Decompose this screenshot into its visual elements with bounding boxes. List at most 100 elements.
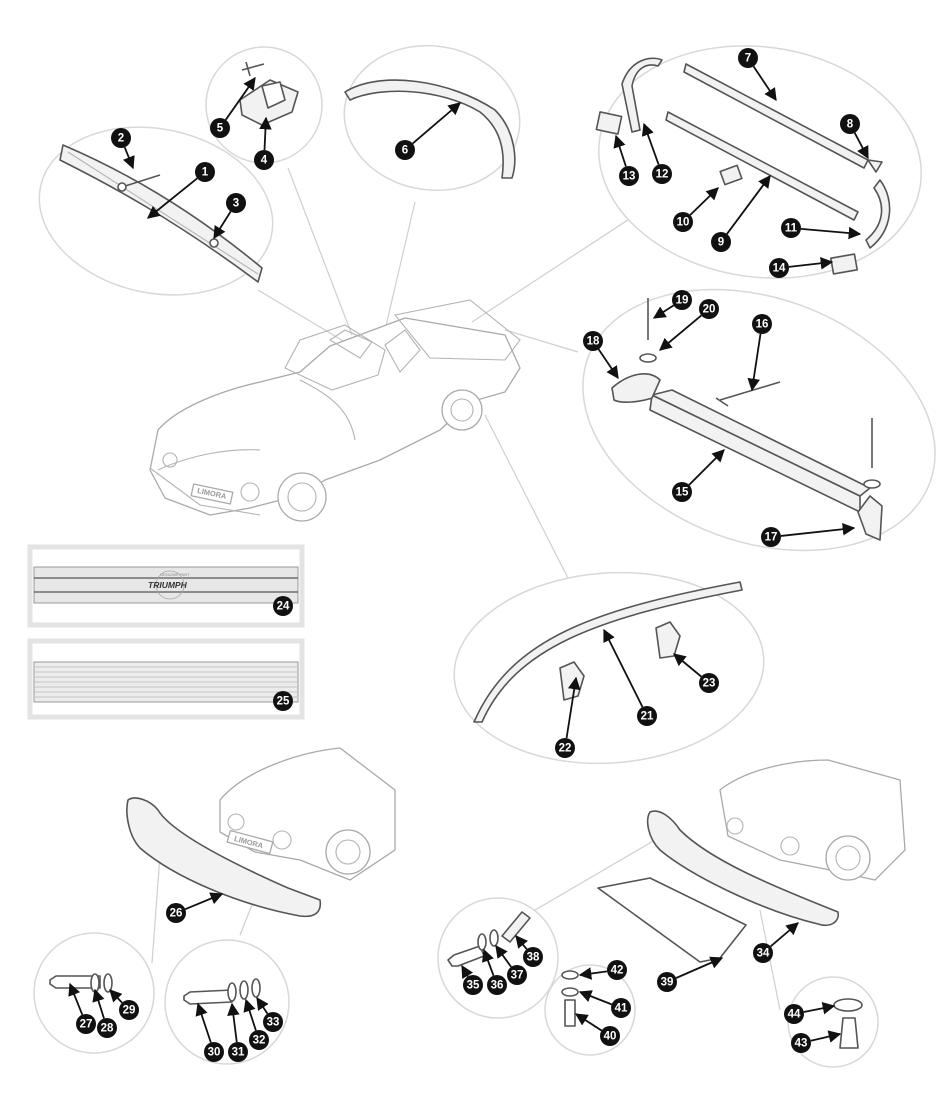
- callout-badge-20: [699, 299, 719, 319]
- bubble-hood-rails: [595, 45, 922, 279]
- callout-badge-33: [263, 1012, 283, 1032]
- part-32-washer: [239, 980, 249, 1000]
- part-33-washer: [251, 978, 261, 998]
- callout-number-32: 32: [253, 1035, 266, 1047]
- part-14-catch: [829, 253, 859, 275]
- callout-number-21: 21: [641, 711, 654, 723]
- part-20-washer-a: [639, 353, 657, 363]
- callout-badge-17: [761, 527, 781, 547]
- callout-arrow-3: [213, 210, 232, 240]
- callout-number-44: 44: [788, 1009, 801, 1021]
- callout-number-10: 10: [677, 217, 690, 229]
- part-34-spoiler: [646, 810, 840, 927]
- callout-badge-31: [228, 1042, 248, 1062]
- callout-arrow-10: [689, 187, 719, 216]
- callout-badge-10: [673, 212, 693, 232]
- callout-number-43: 43: [795, 1038, 808, 1050]
- badge-seal-text: GENUINE PART: [160, 572, 190, 577]
- callout-badge-43: [791, 1033, 811, 1053]
- callout-arrow-32: [243, 998, 257, 1031]
- callout-number-12: 12: [656, 169, 669, 181]
- callout-arrow-34: [770, 922, 799, 948]
- part-26-bumper: [126, 797, 322, 918]
- callout-badge-24: [273, 596, 293, 616]
- part-38-bush: [501, 911, 531, 943]
- callout-badge-12: [652, 164, 672, 184]
- panel-24-sill-strip: TRIUMPH GENUINE PART: [27, 544, 305, 628]
- callout-arrow-42: [578, 967, 608, 980]
- callout-badge-1: [195, 162, 215, 182]
- callout-badge-4: [254, 150, 274, 170]
- callout-badge-6: [395, 140, 415, 160]
- part-11-seal: [865, 179, 891, 249]
- bubble-bolts-b: [164, 939, 290, 1065]
- callout-number-31: 31: [232, 1047, 245, 1059]
- callout-badge-3: [226, 193, 246, 213]
- callout-arrow-35: [461, 964, 474, 979]
- badge-brand-text: TRIUMPH: [148, 580, 188, 590]
- callout-arrow-36: [482, 948, 495, 976]
- callout-arrow-8: [853, 132, 869, 160]
- part-21-seal: [473, 581, 743, 723]
- callout-arrow-22: [565, 676, 581, 739]
- callout-number-29: 29: [123, 1005, 136, 1017]
- callout-arrow-26: [184, 892, 224, 911]
- part-29-washer: [103, 973, 113, 993]
- bubble-bolts-a: [33, 932, 155, 1054]
- callout-arrow-5: [224, 76, 256, 121]
- callout-badge-29: [119, 1000, 139, 1020]
- callout-number-15: 15: [676, 487, 689, 499]
- callout-badge-28: [97, 1018, 117, 1038]
- callout-arrow-2: [122, 146, 135, 170]
- callout-badge-18: [583, 331, 603, 351]
- callout-arrow-27: [68, 982, 84, 1016]
- callout-arrow-9: [726, 174, 771, 235]
- callout-badge-36: [487, 975, 507, 995]
- callout-number-3: 3: [233, 198, 239, 210]
- callout-number-11: 11: [785, 223, 798, 235]
- car-front-left-illustration: LIMORA: [219, 747, 396, 881]
- part-28-washer: [90, 973, 100, 993]
- callout-arrow-29: [109, 989, 123, 1004]
- callout-arrow-4: [259, 116, 272, 151]
- callout-arrow-11: [800, 226, 862, 240]
- callout-number-5: 5: [217, 123, 224, 135]
- callout-arrow-44: [803, 1002, 836, 1015]
- callout-arrow-43: [810, 1030, 842, 1043]
- bubble-windscreen-frame: [343, 44, 521, 192]
- callout-number-26: 26: [170, 908, 183, 920]
- callout-arrow-19: [652, 304, 675, 319]
- callout-badge-25: [273, 691, 293, 711]
- callout-arrow-1: [147, 177, 198, 219]
- callout-arrow-41: [578, 990, 613, 1006]
- callout-arrow-17: [780, 522, 856, 537]
- callout-number-34: 34: [757, 948, 770, 960]
- part-27-bolt: [49, 975, 101, 989]
- callout-arrow-39: [675, 956, 724, 979]
- part-44-washer: [833, 998, 863, 1012]
- callout-number-23: 23: [703, 678, 716, 690]
- callout-number-19: 19: [676, 295, 689, 307]
- part-40-bolt: [564, 999, 576, 1027]
- callout-badge-30: [204, 1042, 224, 1062]
- callout-number-39: 39: [661, 977, 674, 989]
- callout-badge-32: [249, 1030, 269, 1050]
- callout-badge-9: [711, 232, 731, 252]
- part-23-clip: [655, 621, 681, 659]
- callout-badge-26: [166, 903, 186, 923]
- panel-25-ribbed-strip: [27, 638, 305, 720]
- callout-arrow-7: [752, 65, 777, 102]
- callout-badge-16: [752, 314, 772, 334]
- callout-badge-19: [672, 290, 692, 310]
- car-front-right-illustration: [719, 759, 906, 881]
- callout-number-18: 18: [587, 336, 600, 348]
- callout-arrow-38: [515, 935, 529, 950]
- callout-arrow-21: [603, 628, 644, 708]
- callout-badge-44: [784, 1004, 804, 1024]
- callout-number-7: 7: [745, 53, 751, 65]
- callout-badge-21: [637, 706, 657, 726]
- part-20-washer-b: [863, 479, 881, 489]
- callout-number-36: 36: [491, 980, 504, 992]
